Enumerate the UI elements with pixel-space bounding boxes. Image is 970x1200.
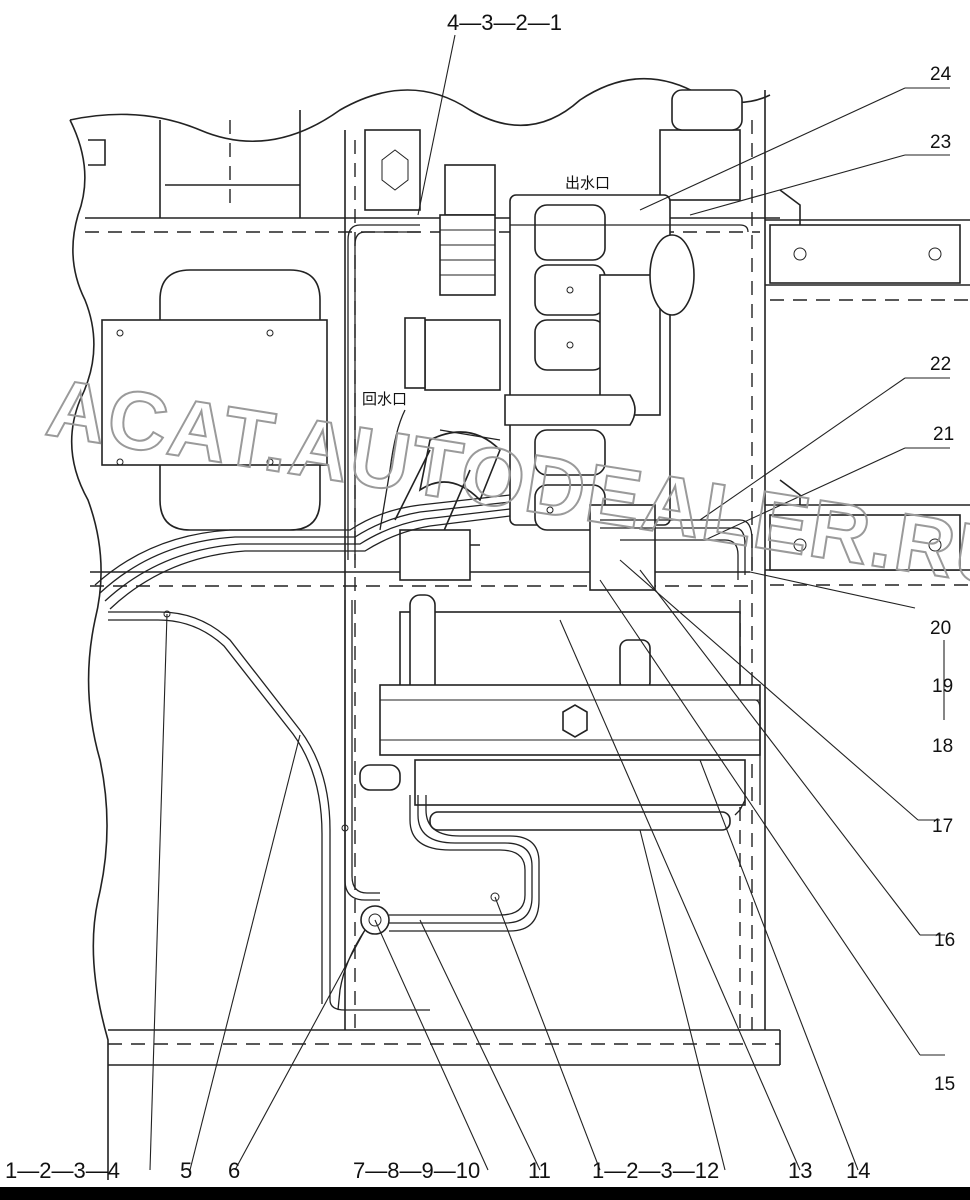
water-outlet-annotation: 出水口 bbox=[565, 174, 610, 192]
callout-17: 17 bbox=[932, 816, 953, 837]
pipelines bbox=[94, 224, 761, 1011]
callout-18: 18 bbox=[932, 736, 953, 757]
callout-23: 23 bbox=[930, 132, 951, 153]
callout-top-4-3-2-1: 4—3—2—1 bbox=[447, 10, 562, 35]
callout-14: 14 bbox=[846, 1158, 870, 1183]
water-return-annotation: 回水口 bbox=[362, 390, 407, 408]
radiator-assembly bbox=[359, 594, 761, 831]
callout-20: 20 bbox=[930, 618, 951, 639]
callout-6: 6 bbox=[228, 1158, 240, 1183]
callout-21: 21 bbox=[933, 424, 954, 445]
callout-24: 24 bbox=[930, 64, 952, 85]
callout-22: 22 bbox=[930, 354, 951, 375]
callout-bottom-1-2-3-12: 1—2—3—12 bbox=[592, 1158, 719, 1183]
callout-5: 5 bbox=[180, 1158, 192, 1183]
leader-lines bbox=[149, 34, 950, 1171]
callout-19: 19 bbox=[932, 676, 953, 697]
callout-labels: 4—3—2—1 24 23 22 21 20 19 18 17 16 15 1—… bbox=[5, 10, 955, 1183]
callout-11: 11 bbox=[528, 1158, 551, 1183]
chassis-frame bbox=[69, 77, 970, 1180]
callout-13: 13 bbox=[788, 1158, 812, 1183]
callout-bottom-1-2-3-4: 1—2—3—4 bbox=[5, 1158, 120, 1183]
callout-15: 15 bbox=[934, 1074, 955, 1095]
bottom-border-bar bbox=[0, 1187, 970, 1200]
callout-7-8-9-10: 7—8—9—10 bbox=[353, 1158, 480, 1183]
callout-16: 16 bbox=[934, 930, 955, 951]
engine-block bbox=[364, 89, 743, 591]
